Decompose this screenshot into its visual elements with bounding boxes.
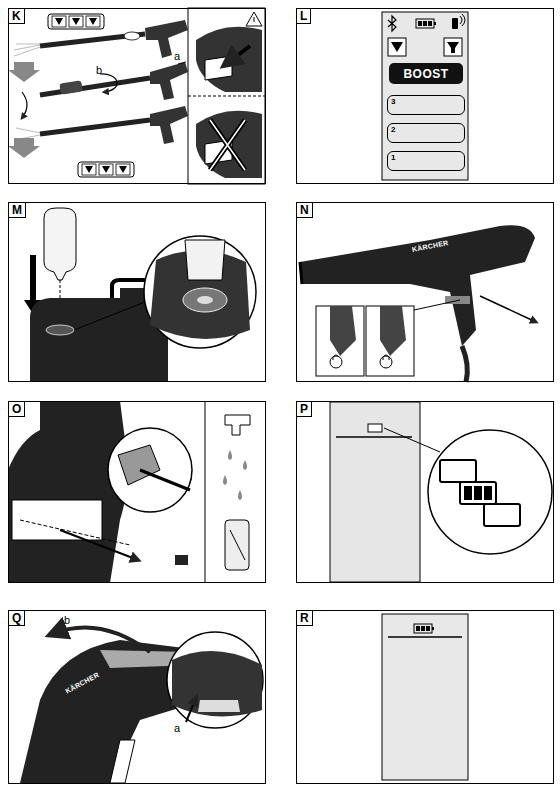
panel-letter: L xyxy=(297,9,311,24)
figure-panel: O xyxy=(8,401,266,583)
panel-p-art xyxy=(330,402,552,582)
mode-button: 1 xyxy=(387,151,465,171)
mode-button: 2 xyxy=(387,123,465,143)
mode-number: 2 xyxy=(391,125,395,134)
boost-button: BOOST xyxy=(389,63,463,84)
figure-panel: L BOOST 3 2 1 xyxy=(296,8,554,184)
button-label: BOOST xyxy=(397,67,454,81)
panel-letter: R xyxy=(297,611,313,626)
panel-n-art xyxy=(300,225,536,382)
callout-letter: a xyxy=(174,50,180,62)
figure-panel: K xyxy=(8,8,266,184)
panel-letter: K xyxy=(9,9,25,24)
mode-button: 3 xyxy=(387,95,465,115)
figure-panel: Q xyxy=(8,610,266,784)
callout-letter: a xyxy=(174,722,180,734)
panel-letter: M xyxy=(9,203,26,218)
figure-panel: R xyxy=(296,610,554,784)
panel-letter: O xyxy=(9,402,25,417)
panel-q-art xyxy=(20,628,263,783)
panel-letter: Q xyxy=(9,611,25,626)
callout-letter: b xyxy=(96,64,102,76)
panel-l-art xyxy=(382,12,468,180)
callout-letter: b xyxy=(64,614,70,626)
mode-number: 3 xyxy=(391,97,395,106)
panel-letter: N xyxy=(297,203,313,218)
panel-r-art xyxy=(382,614,468,780)
figure-panel: M xyxy=(8,202,266,382)
mode-number: 1 xyxy=(391,153,395,162)
panel-m-art xyxy=(24,208,256,382)
panel-letter: P xyxy=(297,402,312,417)
figure-panel: N xyxy=(296,202,554,382)
panel-k-art xyxy=(8,8,265,184)
panel-o-art xyxy=(8,401,250,583)
figure-panel: P xyxy=(296,401,554,583)
